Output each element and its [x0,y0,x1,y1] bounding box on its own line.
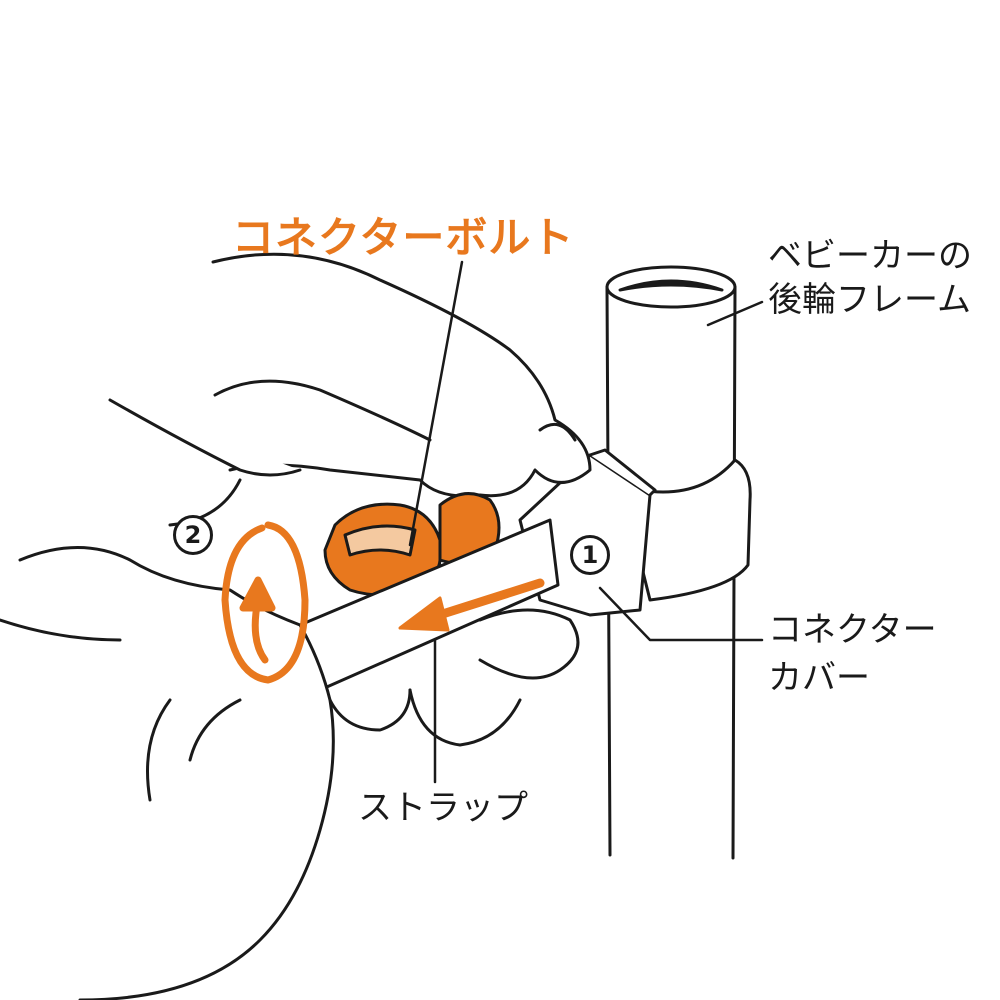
cover-label-line2: カバー [768,658,870,698]
pull-arrow [398,578,545,632]
lower-hand [0,546,580,1000]
rotate-arrow [221,521,309,684]
step-1-marker: 1 [570,535,610,575]
strap-label: ストラップ [358,788,528,828]
frame-label-line2: 後輪フレーム [768,280,971,320]
step-2-marker: 2 [173,515,213,555]
leader-lines [408,260,764,784]
connector-bolt [323,492,501,597]
cover-label-line1: コネクター [768,610,937,650]
frame-label-line1: ベビーカーの [768,236,972,276]
stroller-rear-frame [605,265,737,860]
connector-bolt-label: コネクターボルト [232,213,575,262]
connector-band [638,458,752,602]
upper-hand [108,252,592,527]
